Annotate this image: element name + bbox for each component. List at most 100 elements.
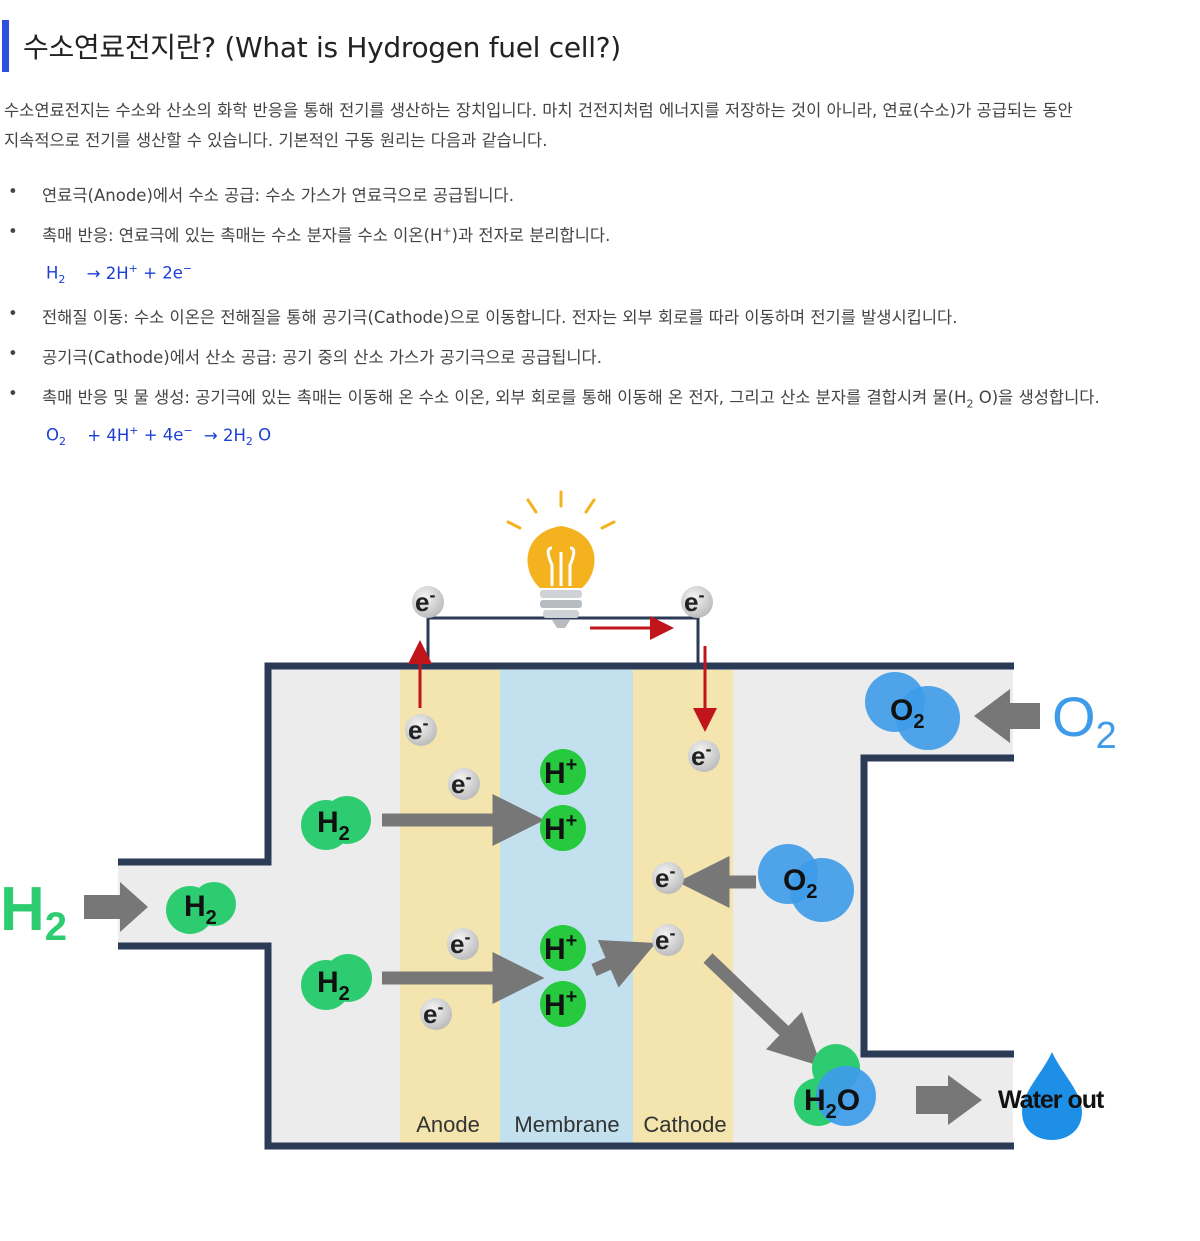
eq-part: H bbox=[46, 263, 59, 283]
eq-part: + 4e bbox=[138, 425, 184, 445]
o2-sub: 2 bbox=[806, 881, 817, 903]
electron-letter: e bbox=[423, 999, 437, 1029]
electron-sup: - bbox=[705, 739, 711, 759]
svg-text:O2: O2 bbox=[1052, 685, 1117, 757]
water-out-label: Water out bbox=[998, 1086, 1105, 1114]
svg-text:e-: e- bbox=[684, 585, 704, 617]
electron-letter: e bbox=[450, 929, 464, 959]
electron: e- bbox=[420, 997, 452, 1030]
eq-sub: 2 bbox=[59, 434, 66, 448]
eq-part: + 2e bbox=[137, 263, 183, 283]
h2-sub: 2 bbox=[339, 983, 350, 1005]
electron: e- bbox=[412, 585, 444, 618]
eq-sup: + bbox=[129, 424, 139, 437]
electron-letter: e bbox=[691, 741, 705, 771]
water-sub: 2 bbox=[826, 1101, 837, 1123]
h-ion-sup: + bbox=[566, 754, 578, 776]
cell-wall-right bbox=[860, 754, 1014, 1058]
electron-letter: e bbox=[655, 863, 669, 893]
eq-sub: 2 bbox=[58, 272, 66, 286]
bullet-text-sub: 2 bbox=[966, 397, 974, 411]
h-ion-sup: + bbox=[566, 986, 578, 1008]
electron-sup: - bbox=[429, 585, 435, 605]
svg-text:H2: H2 bbox=[184, 890, 217, 929]
current-arrows bbox=[408, 616, 717, 732]
cell-wall-top bbox=[118, 662, 1014, 866]
h2-inlet-sub: 2 bbox=[45, 905, 67, 949]
h-ion-sup: + bbox=[566, 810, 578, 832]
cell-wall-bottom bbox=[118, 942, 1014, 1150]
electron-sup: - bbox=[698, 585, 704, 605]
h2-inflow-arrow bbox=[84, 882, 148, 932]
svg-text:e-: e- bbox=[450, 927, 470, 959]
electron-letter: e bbox=[655, 925, 669, 955]
water-molecule: H2O bbox=[794, 1044, 876, 1126]
h-ion-letter: H bbox=[544, 813, 566, 846]
eq-part: → 2H bbox=[86, 263, 129, 283]
svg-text:O2: O2 bbox=[890, 694, 924, 733]
svg-text:e-: e- bbox=[415, 585, 435, 617]
bullet-text-sup: + bbox=[442, 224, 452, 238]
o2-sub: 2 bbox=[913, 711, 924, 733]
bullet-text-part: )과 전자로 분리합니다. bbox=[451, 226, 611, 245]
bullet-dot: • bbox=[8, 304, 18, 323]
h-ion: H+ bbox=[540, 805, 586, 851]
bullet-dot: • bbox=[8, 182, 18, 201]
h-ion-letter: H bbox=[544, 757, 566, 790]
svg-text:H2: H2 bbox=[317, 966, 350, 1005]
electron: e- bbox=[447, 927, 479, 960]
electron: e- bbox=[681, 585, 713, 618]
svg-text:e-: e- bbox=[655, 923, 675, 955]
h2-molecule: H2 bbox=[301, 796, 371, 850]
h-ion-letter: H bbox=[544, 933, 566, 966]
eq-part: + 4H bbox=[87, 425, 130, 445]
cathode-layer bbox=[633, 670, 733, 1144]
h2-inlet-label: H2 bbox=[0, 875, 67, 949]
o2-inflow-arrow bbox=[974, 689, 1040, 743]
h2-letter: H bbox=[317, 966, 339, 999]
bullet-dot: • bbox=[8, 222, 18, 241]
title-accent-bar bbox=[2, 20, 9, 72]
h-ion: H+ bbox=[540, 749, 586, 795]
anode-layer bbox=[400, 670, 500, 1144]
intro-line-2: 지속적으로 전기를 생산할 수 있습니다. 기본적인 구동 원리는 다음과 같습… bbox=[4, 131, 548, 150]
h2-molecule: H2 bbox=[166, 882, 236, 934]
svg-text:e-: e- bbox=[655, 861, 675, 893]
bullet-text-part: 촉매 반응 및 물 생성: 공기극에 있는 촉매는 이동해 온 수소 이온, 외… bbox=[42, 388, 967, 407]
eq-sup: − bbox=[183, 424, 193, 437]
bullet-text-catalyst: 촉매 반응: 연료극에 있는 촉매는 수소 분자를 수소 이온(H+)과 전자로… bbox=[42, 222, 610, 246]
ion-to-cathode-arrow bbox=[591, 939, 656, 988]
bullet-text-part: O)을 생성합니다. bbox=[973, 388, 1100, 407]
water-o: O bbox=[837, 1084, 860, 1117]
electron-sup: - bbox=[464, 927, 470, 947]
page-title-block: 수소연료전지란? (What is Hydrogen fuel cell?) bbox=[0, 20, 621, 72]
h2-sub: 2 bbox=[206, 907, 217, 929]
h2-letter: H bbox=[184, 890, 206, 923]
electron-sup: - bbox=[669, 861, 675, 881]
electron-letter: e bbox=[451, 769, 465, 799]
h2-letter: H bbox=[317, 806, 339, 839]
svg-text:O2: O2 bbox=[783, 864, 817, 903]
bullet-text-anode-supply: 연료극(Anode)에서 수소 공급: 수소 가스가 연료극으로 공급됩니다. bbox=[42, 186, 514, 205]
h-ion-letter: H bbox=[544, 989, 566, 1022]
o2-molecule: O2 bbox=[758, 844, 854, 922]
o2-letter: O bbox=[890, 694, 913, 727]
eq-part: O bbox=[46, 425, 59, 445]
bullet-text-electrolyte: 전해질 이동: 수소 이온은 전해질을 통해 공기극(Cathode)으로 이동… bbox=[42, 308, 958, 327]
o2-inlet-letter: O bbox=[1052, 685, 1096, 748]
page-title: 수소연료전지란? (What is Hydrogen fuel cell?) bbox=[23, 31, 621, 64]
electron: e- bbox=[688, 739, 720, 772]
o2-letter: O bbox=[783, 864, 806, 897]
h2-inlet-letter: H bbox=[0, 875, 45, 944]
eq-sub: 2 bbox=[245, 434, 253, 448]
svg-text:H+: H+ bbox=[544, 810, 577, 846]
intro-paragraph: 수소연료전지는 수소와 산소의 화학 반응을 통해 전기를 생산하는 장치입니다… bbox=[4, 96, 1184, 156]
electron-sup: - bbox=[422, 713, 428, 733]
electron-letter: e bbox=[684, 587, 698, 617]
membrane-label: Membrane bbox=[514, 1112, 619, 1137]
water-h: H bbox=[804, 1084, 826, 1117]
electron-sup: - bbox=[437, 997, 443, 1017]
svg-text:H+: H+ bbox=[544, 986, 577, 1022]
bullet-dot: • bbox=[8, 384, 18, 403]
bullet-text-water-formation: 촉매 반응 및 물 생성: 공기극에 있는 촉매는 이동해 온 수소 이온, 외… bbox=[42, 384, 1100, 410]
